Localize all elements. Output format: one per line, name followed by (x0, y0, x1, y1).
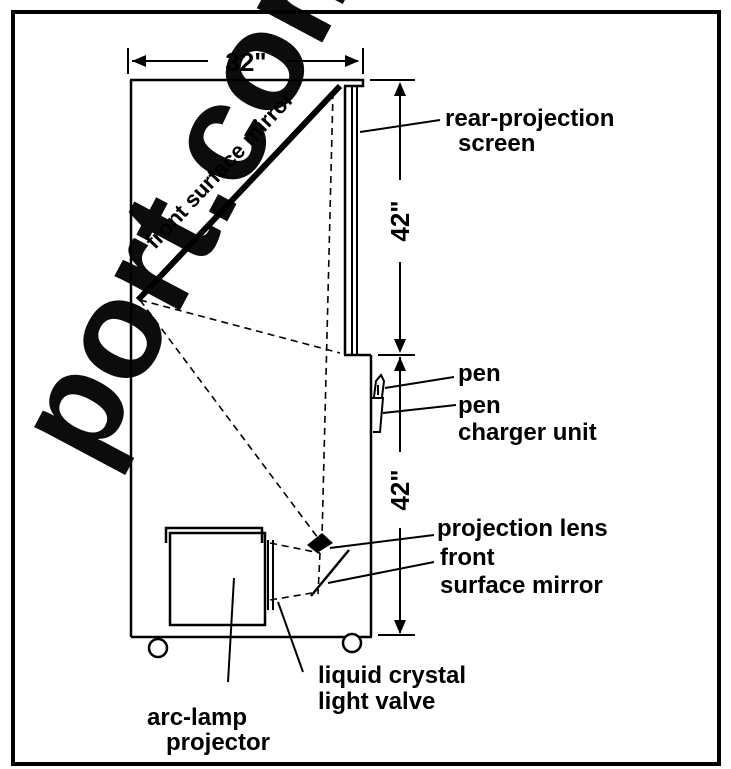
front-surface-mirror-top (135, 83, 343, 303)
pen-label: pen (458, 360, 501, 387)
leader-screen (359, 119, 441, 133)
leader-light-valve (277, 601, 304, 673)
upper-height-label: 42" (385, 200, 415, 241)
rear-projection-screen (343, 86, 358, 355)
liquid-crystal-label-line2: light valve (318, 688, 435, 715)
arc-lamp-label-line1: arc-lamp (147, 704, 247, 731)
leader-pen-charger (382, 404, 457, 414)
liquid-crystal-light-valve (267, 540, 274, 610)
wheels (147, 632, 363, 659)
bottom-mirror-label-line2: surface mirror (440, 572, 603, 599)
width-dimension (127, 48, 364, 74)
pen-charger-label-line2: charger unit (458, 419, 597, 446)
watermark-text: port.com (0, 0, 403, 484)
upper-height-dimension (370, 79, 415, 353)
light-path (139, 91, 341, 601)
watermark: port.com (0, 0, 403, 484)
projection-lens-label: projection lens (437, 515, 608, 542)
cabinet (129, 78, 373, 639)
leader-lines (227, 119, 457, 683)
wheel-right (341, 632, 363, 654)
lower-height-dimension (378, 354, 415, 636)
width-dimension-label: 32" (225, 47, 266, 77)
arc-lamp-projector (164, 526, 267, 627)
leader-projection-lens (329, 534, 435, 549)
pen (373, 373, 386, 398)
lower-height-label: 42" (385, 469, 415, 510)
projection-lens (307, 533, 333, 553)
arc-lamp-label-line2: projector (166, 729, 270, 756)
rear-projection-screen-label: screen (458, 130, 535, 157)
bottom-mirror-label-line1: front (440, 544, 495, 571)
leader-arc-lamp (227, 577, 235, 683)
wheel-left (147, 637, 169, 659)
pen-charger-unit (372, 397, 385, 433)
front-surface-mirror-bottom (310, 549, 350, 597)
pen-charger-label-line1: pen (458, 392, 501, 419)
liquid-crystal-label-line1: liquid crystal (318, 662, 466, 689)
leader-bottom-mirror (327, 561, 435, 584)
figure-border (11, 10, 721, 766)
leader-pen (384, 376, 455, 389)
rear-projection-label: rear-projection (445, 105, 614, 132)
